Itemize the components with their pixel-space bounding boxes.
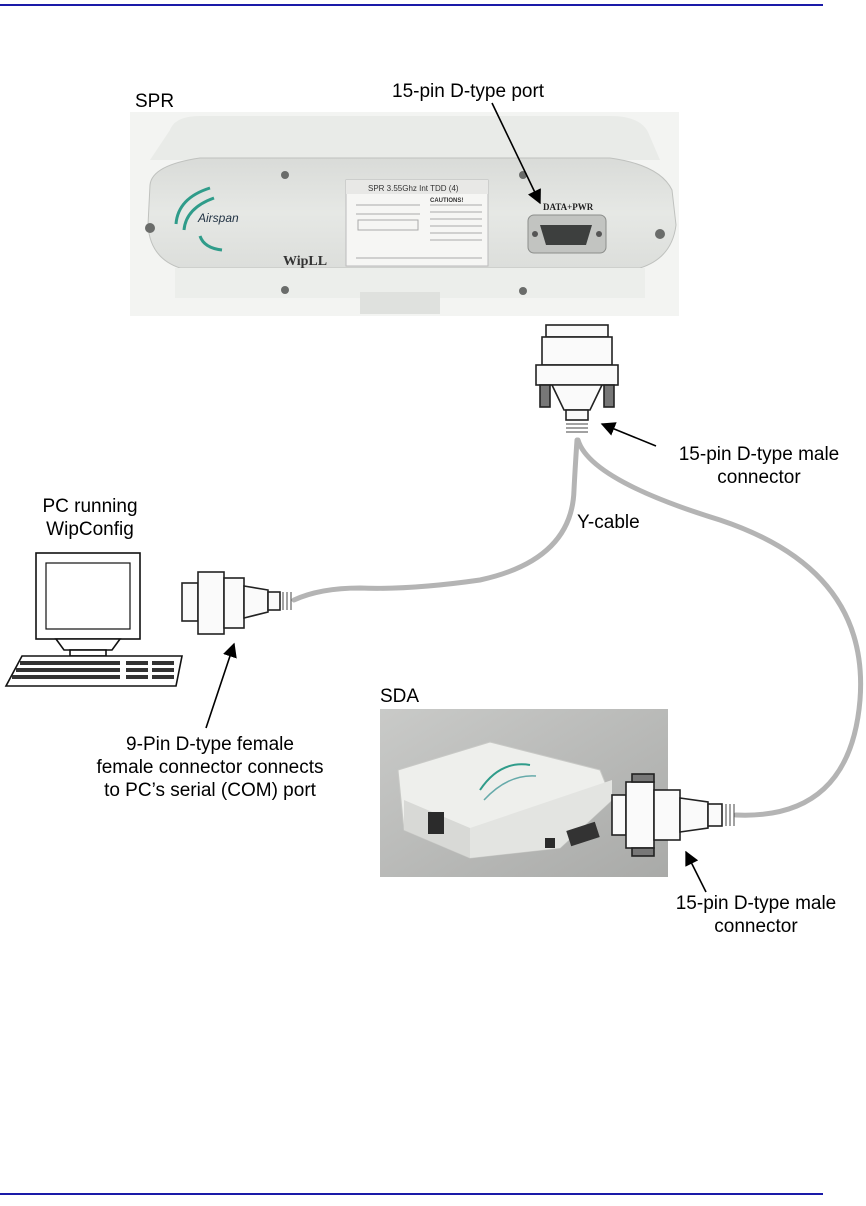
- data-pwr-port: [528, 215, 606, 253]
- top-male-line-1: 15-pin D-type male: [652, 443, 866, 466]
- sda-label: SDA: [380, 685, 419, 708]
- pc-computer-icon: [6, 553, 182, 686]
- bottom-male-connector-label: 15-pin D-type male connector: [646, 892, 866, 938]
- top-male-connector: [536, 325, 618, 432]
- pc-conn-line-3: to PC’s serial (COM) port: [70, 779, 350, 802]
- pc-conn-line-2: female connector connects: [70, 756, 350, 779]
- bottom-rule: [0, 1193, 823, 1195]
- pc-line-2: WipConfig: [30, 518, 150, 541]
- sda-connector-arrow: [686, 852, 706, 892]
- y-cable-label: Y-cable: [577, 511, 640, 534]
- model-text: WipLL: [283, 254, 327, 269]
- top-connector-arrow: [602, 424, 656, 446]
- pc-label: PC running WipConfig: [30, 495, 150, 541]
- caution-text: CAUTIONS!: [430, 198, 463, 204]
- bottom-male-line-1: 15-pin D-type male: [646, 892, 866, 915]
- product-label-text: SPR 3.55Ghz Int TDD (4): [368, 184, 459, 193]
- top-male-connector-label: 15-pin D-type male connector: [652, 443, 866, 489]
- pc-connector-arrow: [206, 644, 234, 728]
- pc-serial-connector: [182, 572, 291, 634]
- sda-male-connector: [612, 774, 734, 856]
- pc-conn-line-1: 9-Pin D-type female: [70, 733, 350, 756]
- pc-line-1: PC running: [30, 495, 150, 518]
- top-male-line-2: connector: [652, 466, 866, 489]
- port-label-text: DATA+PWR: [543, 202, 594, 212]
- bottom-male-line-2: connector: [646, 915, 866, 938]
- brand-text: Airspan: [197, 211, 239, 225]
- port-label: 15-pin D-type port: [392, 80, 544, 103]
- sda-device-photo: [380, 709, 668, 877]
- pc-connector-label: 9-Pin D-type female female connector con…: [70, 733, 350, 802]
- spr-label: SPR: [135, 90, 174, 113]
